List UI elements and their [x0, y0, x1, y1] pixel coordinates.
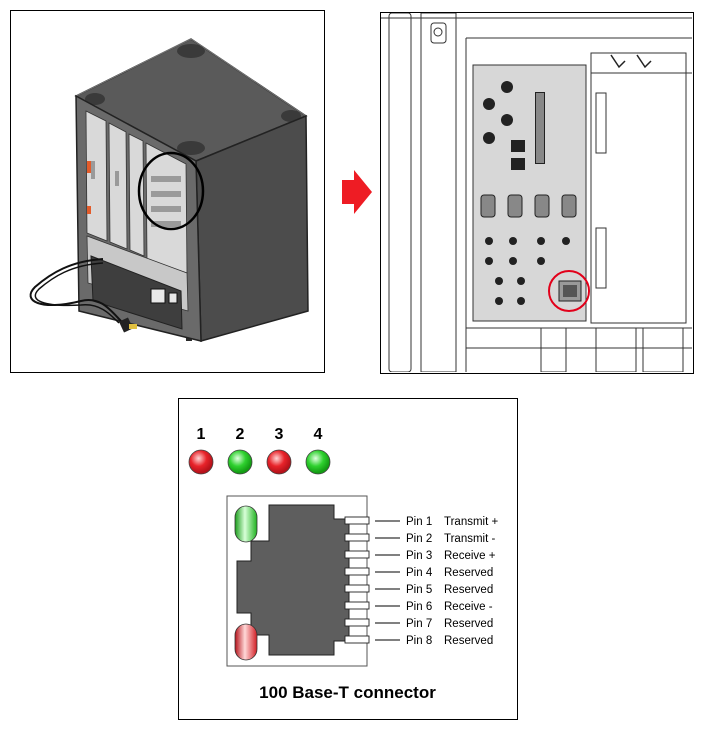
led-number-label: 2 — [236, 426, 245, 443]
led-number-label: 4 — [314, 426, 323, 443]
io-panel-illustration — [381, 13, 692, 372]
housing-red-led-icon — [234, 623, 258, 661]
chassis-illustration — [29, 38, 309, 342]
connector-caption: 100 Base-T connector — [259, 683, 436, 702]
pin-number-label: Pin 2 — [406, 533, 432, 545]
pin-signal-label: Receive - — [444, 601, 493, 613]
connector-panel: 1 2 3 4 Pin 1 Transmit + Pin 2 Transmit - Pin 3… — [178, 398, 518, 720]
pin-number-label: Pin 1 — [406, 516, 432, 528]
pin-contact — [344, 533, 370, 542]
pin-contact — [344, 567, 370, 576]
pin-contact — [344, 550, 370, 559]
pin-signal-label: Reserved — [444, 567, 493, 579]
led-red-icon — [188, 449, 214, 475]
pin-contact — [344, 618, 370, 627]
connector-diagram: 1 2 3 4 Pin 1 Transmit + Pin 2 Transmit - Pin 3… — [188, 426, 498, 667]
pin-number-label: Pin 7 — [406, 618, 432, 630]
ethernet-port-highlight — [548, 270, 590, 312]
led-red-icon — [266, 449, 292, 475]
pin-signal-label: Reserved — [444, 635, 493, 647]
pin-signal-label: Transmit + — [444, 516, 498, 528]
pin-number-label: Pin 5 — [406, 584, 432, 596]
pin-contact — [344, 635, 370, 644]
pin-signal-label: Transmit - — [444, 533, 495, 545]
connector-body — [236, 504, 350, 656]
pin-contact — [344, 601, 370, 610]
housing-green-led-icon — [234, 505, 258, 543]
led-green-icon — [227, 449, 253, 475]
pin-signal-label: Receive + — [444, 550, 496, 562]
pin-contact — [344, 516, 370, 525]
led-number-label: 3 — [275, 426, 284, 443]
pin-number-label: Pin 3 — [406, 550, 432, 562]
pin-contact — [344, 584, 370, 593]
pin-signal-label: Reserved — [444, 584, 493, 596]
led-green-icon — [305, 449, 331, 475]
pin-signal-label: Reserved — [444, 618, 493, 630]
led-number-label: 1 — [197, 426, 206, 443]
chassis-panel — [10, 10, 325, 373]
pin-number-label: Pin 6 — [406, 601, 432, 613]
pin-number-label: Pin 8 — [406, 635, 432, 647]
pin-number-label: Pin 4 — [406, 567, 433, 579]
io-panel — [380, 12, 694, 374]
